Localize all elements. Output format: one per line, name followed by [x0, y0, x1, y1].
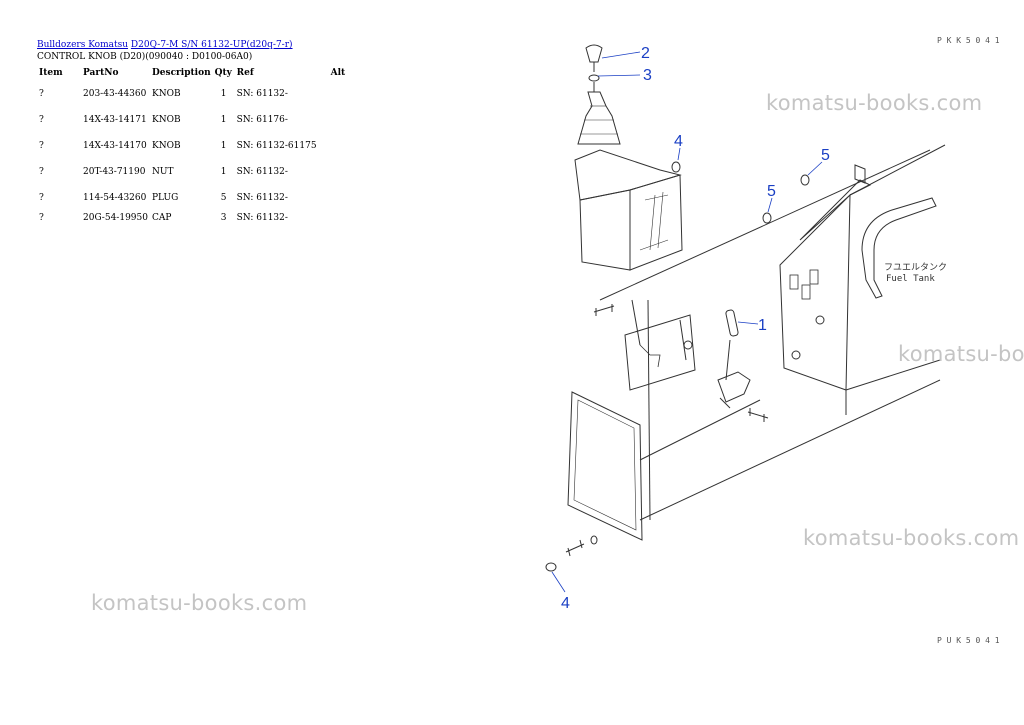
cell-item: ? [39, 141, 44, 151]
parts-table: Item PartNo Description Qty Ref Alt ? 20… [37, 65, 363, 225]
cell-ref: SN: 61132- [236, 213, 288, 223]
breadcrumb: Bulldozers Komatsu D20Q-7-M S/N 61132-UP… [37, 40, 293, 50]
watermark-bottom-left: komatsu-books.com [91, 591, 308, 615]
right-frame [779, 144, 946, 415]
cell-alt [329, 107, 363, 133]
cell-qty: 5 [220, 193, 227, 203]
console-housing [574, 149, 683, 271]
cell-description: KNOB [151, 89, 181, 99]
table-row: ? 114-54-43260 PLUG 5 SN: 61132- [37, 185, 363, 211]
parts-table-header: Item PartNo Description Qty Ref Alt [37, 65, 363, 81]
cell-ref: SN: 61132-61175 [236, 141, 317, 151]
cell-description: NUT [151, 167, 174, 177]
table-row: ? 14X-43-14171 KNOB 1 SN: 61176- [37, 107, 363, 133]
fuel-tank-label-en: Fuel Tank [886, 274, 935, 284]
cell-item: ? [39, 89, 44, 99]
callout-3: 3 [643, 67, 652, 84]
watermark-right-clipped: komatsu-books.com [898, 342, 1024, 366]
bolts [545, 304, 769, 572]
cell-qty: 1 [220, 167, 227, 177]
cell-partno: 14X-43-14171 [83, 115, 147, 125]
parts-diagram: 2 3 4 5 5 1 4 フユエルタンク Fuel Tank [540, 30, 1024, 650]
watermark-lower-right: komatsu-books.com [803, 526, 1020, 550]
parts-diagram-svg: 2 3 4 5 5 1 4 フユエルタンク Fuel Tank [545, 44, 947, 612]
panel-body-lines [599, 149, 941, 521]
cell-item: ? [39, 167, 44, 177]
header-ref: Ref [236, 68, 254, 78]
small-nuts [671, 161, 810, 224]
header-item: Item [39, 68, 63, 78]
cell-alt [329, 211, 363, 225]
page-subtitle: CONTROL KNOB (D20)(090040 : D0100-06A0) [37, 52, 253, 62]
shift-lever [717, 309, 751, 409]
header-qty: Qty [214, 68, 232, 78]
table-row: ? 20G-54-19950 CAP 3 SN: 61132- [37, 211, 363, 225]
cell-description: CAP [151, 213, 172, 223]
cell-alt [329, 81, 363, 107]
boot-folds [580, 105, 618, 135]
cell-qty: 1 [220, 89, 227, 99]
cell-ref: SN: 61176- [236, 115, 288, 125]
cell-item: ? [39, 213, 44, 223]
callout-5-right: 5 [821, 147, 830, 164]
header-alt: Alt [330, 68, 346, 78]
cell-item: ? [39, 115, 44, 125]
callout-leaders [551, 51, 823, 593]
breadcrumb-link-model[interactable]: D20Q-7-M S/N 61132-UP(d20q-7-r) [130, 40, 293, 50]
cell-description: KNOB [151, 115, 181, 125]
cell-partno: 114-54-43260 [83, 193, 147, 203]
header-partno: PartNo [83, 68, 119, 78]
cover-plate-inner [573, 399, 637, 531]
callout-5-left: 5 [767, 183, 776, 200]
cell-partno: 20G-54-19950 [83, 213, 148, 223]
rubber-boot [577, 91, 621, 145]
cell-alt [329, 159, 363, 185]
cell-qty: 1 [220, 141, 227, 151]
cell-alt [329, 185, 363, 211]
callout-1: 1 [758, 317, 767, 334]
table-row: ? 203-43-44360 KNOB 1 SN: 61132- [37, 81, 363, 107]
cell-qty: 3 [220, 213, 227, 223]
cell-ref: SN: 61132- [236, 89, 288, 99]
header-description: Description [151, 68, 211, 78]
cell-partno: 203-43-44360 [83, 89, 147, 99]
cell-partno: 14X-43-14170 [83, 141, 147, 151]
cell-item: ? [39, 193, 44, 203]
callout-4-top: 4 [674, 133, 683, 150]
cover-plate [567, 391, 643, 541]
drawing-code-bottom: P U K 5 0 4 1 [937, 636, 1000, 645]
cell-description: PLUG [151, 193, 179, 203]
fuel-tank-label-jp: フユエルタンク [884, 262, 947, 273]
knob-part [585, 44, 603, 92]
callout-4-bottom: 4 [561, 595, 570, 612]
cell-qty: 1 [220, 115, 227, 125]
table-row: ? 14X-43-14170 KNOB 1 SN: 61132-61175 [37, 133, 363, 159]
lever-bracket [624, 299, 696, 391]
watermark-top-right: komatsu-books.com [766, 91, 983, 115]
cell-ref: SN: 61132- [236, 193, 288, 203]
callout-2: 2 [641, 45, 650, 62]
table-row: ? 20T-43-71190 NUT 1 SN: 61132- [37, 159, 363, 185]
breadcrumb-link-bulldozers[interactable]: Bulldozers Komatsu [37, 40, 129, 50]
drawing-code-top: P K K 5 0 4 1 [937, 36, 1000, 45]
cell-description: KNOB [151, 141, 181, 151]
cell-partno: 20T-43-71190 [83, 167, 146, 177]
cell-alt [329, 133, 363, 159]
cell-ref: SN: 61132- [236, 167, 288, 177]
